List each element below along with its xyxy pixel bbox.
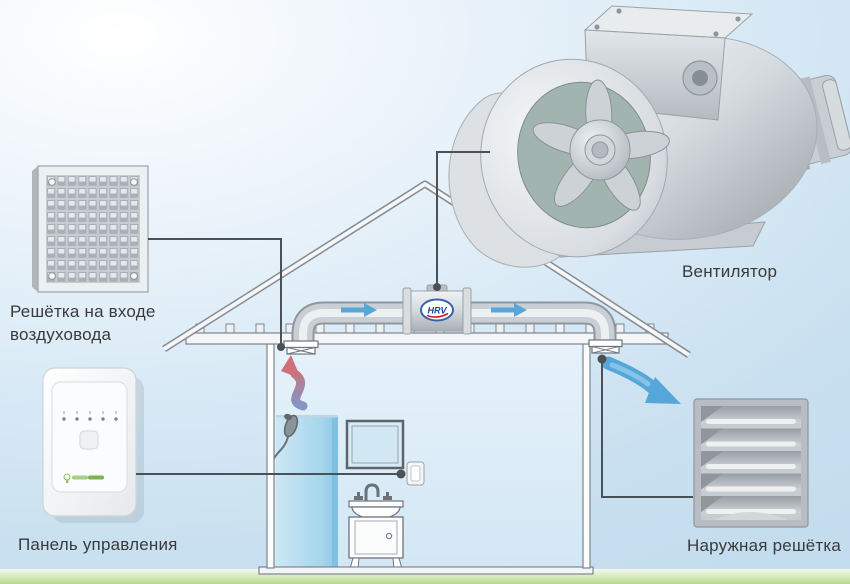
label-inlet-grille: Решётка на входе воздуховода xyxy=(10,300,155,346)
duct-run: HRV xyxy=(283,284,681,404)
duct-airflow-arrows xyxy=(341,303,527,317)
inlet-grille-image xyxy=(32,165,149,293)
callout-outdoor-grille xyxy=(601,359,693,498)
extract-air-arrow xyxy=(281,355,308,411)
label-inlet-grille-line2: воздуховода xyxy=(10,325,112,344)
right-wall xyxy=(582,343,591,569)
control-panel-image xyxy=(42,367,144,523)
svg-text:HRV: HRV xyxy=(427,306,447,316)
label-fan: Вентилятор xyxy=(682,262,778,281)
house-cross-section xyxy=(162,180,691,575)
callout-dots xyxy=(277,283,607,479)
ceiling-vent-right xyxy=(588,339,623,354)
callout-fan xyxy=(436,151,490,284)
roof xyxy=(162,180,691,358)
label-inlet-grille-line1: Решётка на входе xyxy=(10,302,156,321)
hrv-logo: HRV xyxy=(420,298,454,322)
label-control-panel: Панель управления xyxy=(18,535,178,554)
mirror xyxy=(345,419,405,470)
left-wall xyxy=(266,343,275,569)
panel-leds xyxy=(62,411,118,421)
louvers xyxy=(701,406,801,520)
fan-image xyxy=(448,5,850,268)
callout-lines xyxy=(136,151,693,498)
sink-vanity xyxy=(348,483,404,570)
duct-inline-fan: HRV xyxy=(402,284,472,335)
faucet-icon xyxy=(364,483,380,501)
ceiling-vent-left xyxy=(283,340,319,355)
wall-switch xyxy=(406,461,425,486)
label-outdoor-grille: Наружная решётка xyxy=(687,536,842,555)
floor xyxy=(258,566,594,575)
panel-brand-mark xyxy=(63,473,104,483)
panel-button xyxy=(79,430,99,450)
callout-inlet-grille xyxy=(148,238,282,344)
outdoor-grille-image xyxy=(693,398,809,528)
fan-impeller-cutaway xyxy=(480,58,670,258)
exhaust-air-arrow xyxy=(601,356,681,404)
shower-cabin xyxy=(270,413,338,568)
ground-strip xyxy=(0,569,850,584)
